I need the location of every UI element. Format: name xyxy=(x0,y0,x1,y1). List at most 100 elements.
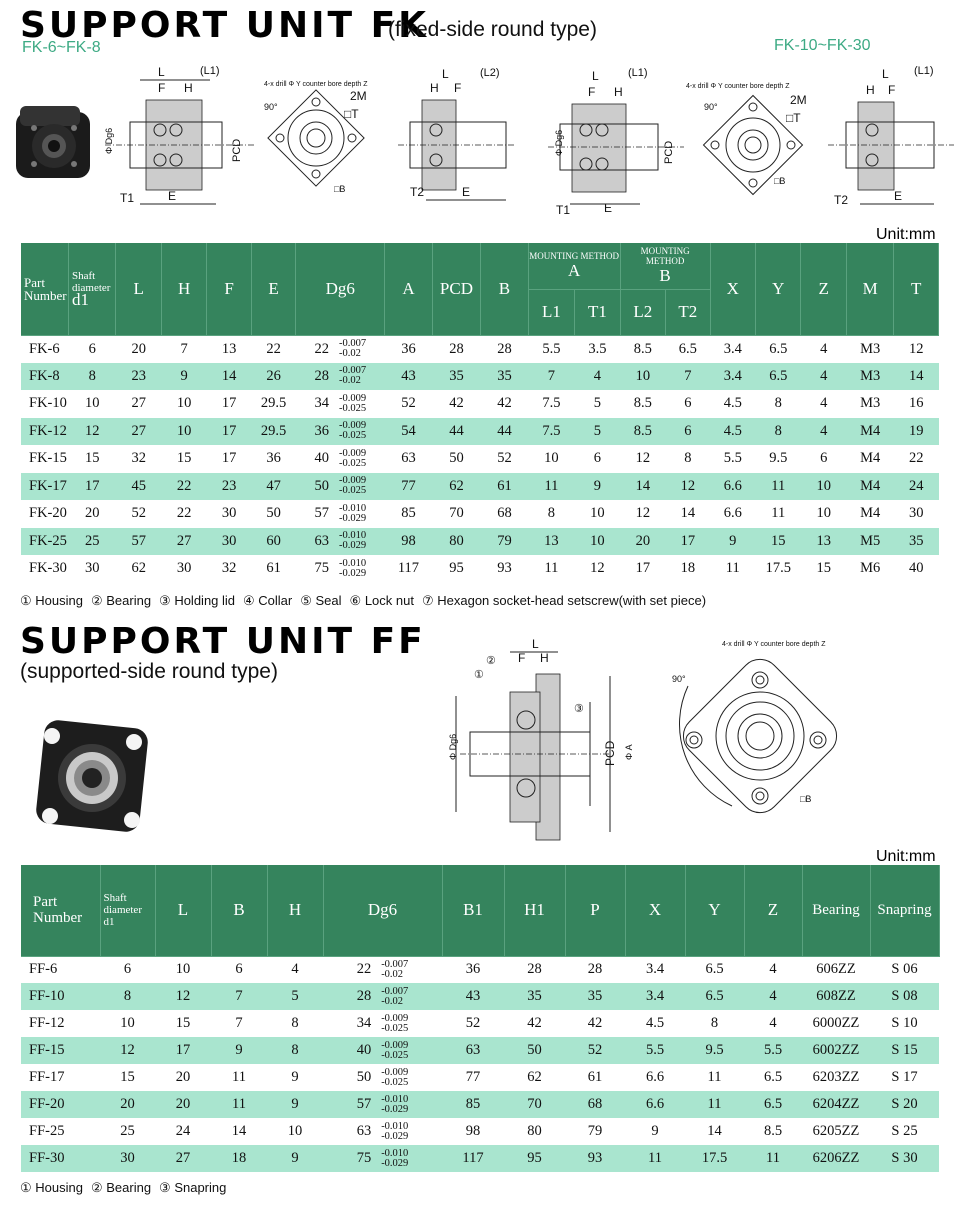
cell-e: 26 xyxy=(251,362,296,390)
cell-dg6: 40-0.009-0.025 xyxy=(323,1037,442,1064)
cell-f: 14 xyxy=(206,362,252,390)
cell-e: 47 xyxy=(251,472,296,500)
cell-z: 4 xyxy=(800,417,847,445)
cell-h: 8 xyxy=(267,1037,323,1064)
cell-t: 24 xyxy=(893,472,939,500)
cell-l2: 14 xyxy=(620,472,666,500)
cell-b1: 85 xyxy=(442,1091,504,1118)
dg6-tolerance: -0.009-0.025 xyxy=(381,1012,409,1034)
cell-b: 7 xyxy=(235,1015,243,1031)
cell-l: 57 xyxy=(115,527,162,555)
svg-text:F: F xyxy=(588,85,595,99)
cell-l1: 7.5 xyxy=(528,417,575,445)
dg6-tolerance: -0.009-0.025 xyxy=(338,392,367,414)
cell-l: 24 xyxy=(175,1123,191,1139)
cell-x: 6.6 xyxy=(710,472,756,500)
cell-l: 27 xyxy=(131,395,146,412)
cell-b: 68 xyxy=(497,505,512,522)
cell-t1: 3.5 xyxy=(588,340,607,357)
cell-x: 9 xyxy=(651,1123,659,1139)
dg6-tolerance: -0.010-0.029 xyxy=(338,530,367,552)
svg-text:□B: □B xyxy=(774,176,785,186)
cell-y: 11 xyxy=(707,1069,722,1085)
dg6-value: 40 xyxy=(314,450,329,467)
cell-l2: 8.5 xyxy=(633,395,652,412)
dg6-tolerance: -0.009-0.025 xyxy=(338,475,367,497)
cell-pcd: 42 xyxy=(449,395,464,412)
cell-dg6: 22-0.007-0.02 xyxy=(323,956,442,983)
cell-z: 8.5 xyxy=(763,1123,783,1139)
legend-item: ③ Holding lid xyxy=(159,593,236,608)
cell-l1: 11 xyxy=(528,472,575,500)
cell-y: 6.5 xyxy=(769,340,788,357)
cell-y: 9.5 xyxy=(769,450,788,467)
cell-bearing: 6206ZZ xyxy=(802,1145,870,1172)
cell-l2: 10 xyxy=(620,362,666,390)
cell-b: 11 xyxy=(211,1091,267,1118)
cell-y: 11 xyxy=(755,472,801,500)
col-m: M xyxy=(846,243,895,336)
cell-l: 20 xyxy=(175,1069,191,1085)
cell-a: 54 xyxy=(384,417,433,445)
cell-z: 6.5 xyxy=(763,1069,783,1085)
cell-a: 63 xyxy=(401,450,416,467)
cell-f: 30 xyxy=(221,505,237,522)
col-pcd: PCD xyxy=(432,243,482,336)
cell-x: 3.4 xyxy=(723,340,742,357)
col-h: H xyxy=(161,243,208,336)
col-x: X xyxy=(625,865,686,957)
cell-b: 79 xyxy=(480,527,529,555)
cell-l2: 12 xyxy=(635,505,651,522)
cell-h: 15 xyxy=(176,450,192,467)
cell-b1: 43 xyxy=(442,983,504,1010)
col-t1: T1 xyxy=(574,289,621,336)
cell-l: 20 xyxy=(155,1091,211,1118)
cell-y: 11 xyxy=(771,505,786,522)
cell-part-number: FK-17 xyxy=(21,472,69,500)
cell-b1: 77 xyxy=(465,1069,481,1085)
dg6-value: 63 xyxy=(314,532,329,549)
col-l: L xyxy=(115,243,162,336)
col-shaft-diameter: Shaft diameter d1 xyxy=(100,865,156,957)
svg-text:2M: 2M xyxy=(790,93,807,107)
cell-bearing: 6002ZZ xyxy=(802,1037,870,1064)
svg-text:H: H xyxy=(540,651,549,665)
col-z: Z xyxy=(744,865,803,957)
cell-t: 22 xyxy=(908,450,924,467)
cell-b: 7 xyxy=(211,983,267,1010)
cell-x: 3.4 xyxy=(645,961,665,978)
cell-part-number: FF-6 xyxy=(29,961,58,978)
ff-subtitle: (supported-side round type) xyxy=(20,660,278,683)
cell-dg6: 75-0.010-0.029 xyxy=(296,555,385,583)
cell-pcd: 80 xyxy=(432,527,481,555)
cell-h: 5 xyxy=(267,983,323,1010)
cell-snapring: S 15 xyxy=(870,1037,939,1064)
dg6-value: 22 xyxy=(314,340,329,357)
svg-text:□T: □T xyxy=(344,107,359,121)
svg-text:F: F xyxy=(454,81,461,95)
fk-side-drawing-small: L (L1) F H Φ Dg6 PCD E T1 xyxy=(104,65,255,205)
cell-z: 15 xyxy=(816,560,831,577)
cell-h: 10 xyxy=(287,1123,303,1139)
cell-h: 10 xyxy=(161,417,207,445)
cell-h: 7 xyxy=(180,340,188,357)
cell-f: 17 xyxy=(221,450,237,467)
cell-y: 9.5 xyxy=(685,1037,744,1064)
cell-l1: 10 xyxy=(544,450,559,467)
cell-x: 4.5 xyxy=(723,395,742,412)
col-z: Z xyxy=(800,243,847,336)
cell-b: 28 xyxy=(497,340,512,357)
cell-p: 93 xyxy=(565,1145,625,1172)
cell-snapring: S 06 xyxy=(891,961,918,978)
svg-text:F: F xyxy=(158,81,165,95)
cell-shaft-d1: 10 xyxy=(120,1015,135,1031)
cell-b: 52 xyxy=(497,450,512,467)
dg6-tolerance: -0.010-0.029 xyxy=(381,1120,409,1142)
fk-title: SUPPORT UNIT FK xyxy=(20,5,430,46)
